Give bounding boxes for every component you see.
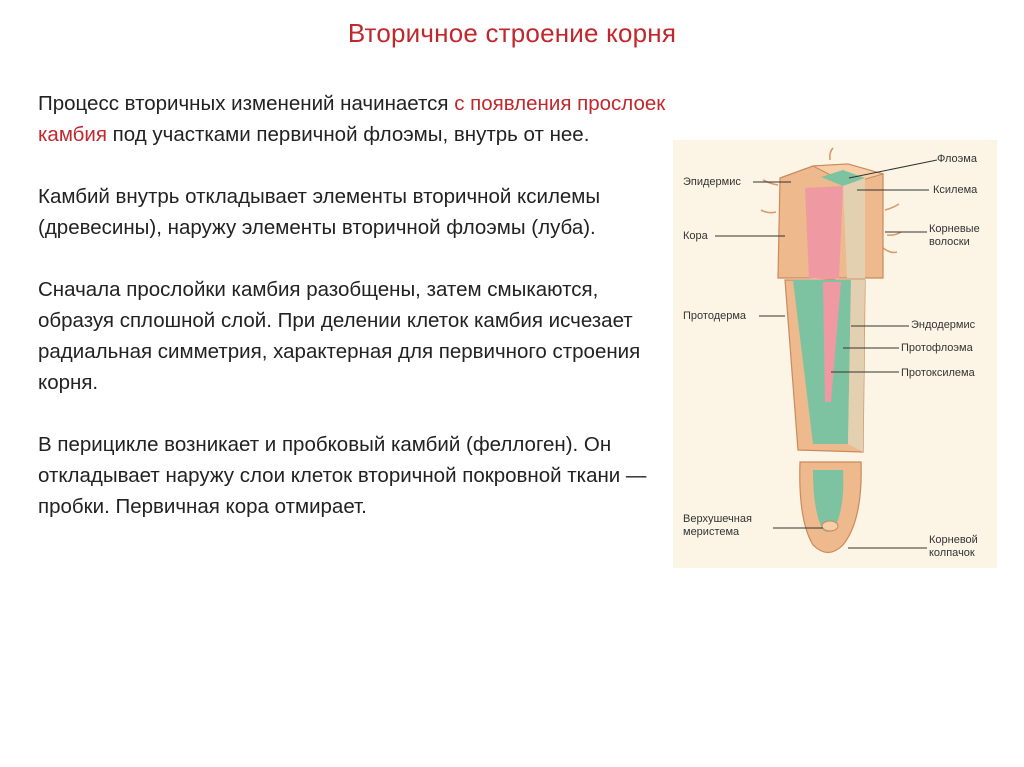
label-root-cap: Корневой колпачок xyxy=(929,534,978,559)
slide-title: Вторичное строение корня xyxy=(347,18,677,48)
leader-lines xyxy=(715,159,938,549)
paragraph-1-end: под участками первичной флоэмы, внутрь о… xyxy=(106,123,590,146)
label-apical-meristem: Верхушечная меристема xyxy=(683,513,752,538)
label-root-hairs: Корневые волоски xyxy=(929,223,980,248)
label-phloem: Флоэма xyxy=(937,153,977,165)
root-diagram xyxy=(715,147,938,554)
paragraph-1-start: Процесс вторичных изменений начинается xyxy=(38,92,455,115)
root-hairs xyxy=(760,147,902,254)
root-upper-section xyxy=(777,163,885,280)
label-epidermis: Эпидермис xyxy=(683,176,741,188)
paragraph-3: Сначала прослойки камбия разобщены, зате… xyxy=(38,278,641,394)
paragraph-2: Камбий внутрь откладывает элементы втори… xyxy=(38,185,601,239)
root-tip-section xyxy=(799,461,862,554)
label-xylem: Ксилема xyxy=(933,184,978,196)
label-endodermis: Эндодермис xyxy=(911,319,976,331)
root-structure-figure: Флоэма Ксилема Эпидермис Кора Корневые в… xyxy=(673,140,997,568)
label-cortex: Кора xyxy=(683,230,708,242)
label-protoderm: Протодерма xyxy=(683,310,747,322)
slide-body: Процесс вторичных изменений начинается с… xyxy=(38,88,678,553)
root-middle-section xyxy=(784,279,866,453)
paragraph-4: В перицикле возникает и пробковый камбий… xyxy=(38,433,647,518)
label-protophloem: Протофлоэма xyxy=(901,342,973,354)
label-protoxylem: Протоксилема xyxy=(901,367,975,379)
paragraph-1-highlight: с появления прослоек камбия xyxy=(38,92,666,146)
paragraph-1: Процесс вторичных изменений начинается с… xyxy=(38,88,678,150)
